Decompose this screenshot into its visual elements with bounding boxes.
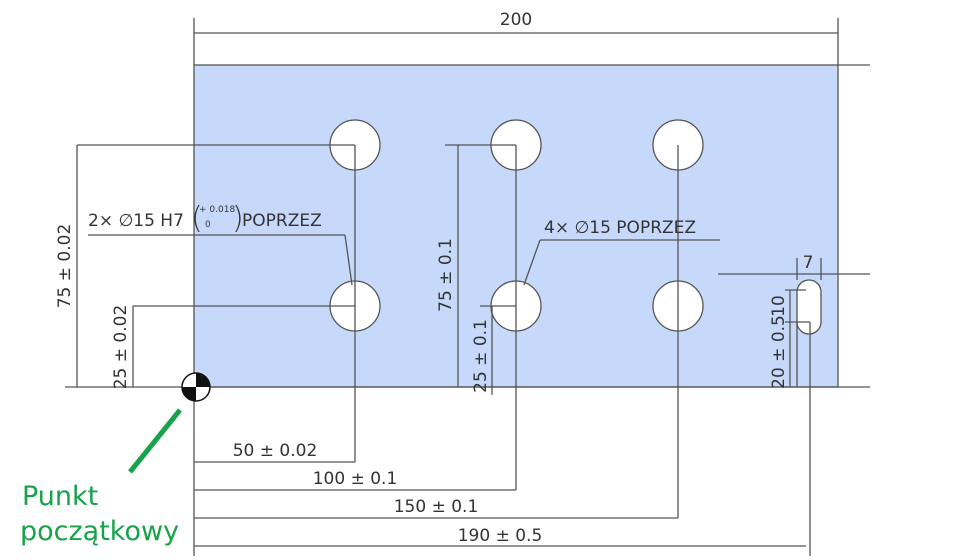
- dim-slot-width: 7: [803, 253, 814, 273]
- callout-h7: 2× ∅15 H7: [88, 211, 184, 231]
- callout-4holes: 4× ∅15 POPRZEZ: [544, 218, 696, 238]
- callout-h7-paren-close: ): [232, 201, 244, 236]
- dim-left-height: 75 ± 0.02: [55, 224, 75, 309]
- dim-x4: 190 ± 0.5: [458, 526, 543, 546]
- dim-mid-low: 25 ± 0.1: [471, 319, 491, 393]
- annotation-pointer: [128, 408, 182, 474]
- dim-slot-pos: 20 ± 0.5: [769, 315, 789, 389]
- dim-left-low: 25 ± 0.02: [111, 305, 131, 390]
- callout-h7-upper: + 0.018: [199, 205, 235, 215]
- dim-width: 200: [500, 10, 532, 30]
- callout-h7-lower: 0: [205, 220, 211, 230]
- dim-slot-length: 10: [769, 295, 789, 317]
- callout-h7-paren-open: (: [191, 201, 203, 236]
- dim-x2: 100 ± 0.1: [313, 469, 398, 489]
- dim-mid-height: 75 ± 0.1: [436, 238, 456, 312]
- annotation-line1: Punkt: [22, 481, 98, 512]
- datum-origin-icon: [181, 372, 211, 402]
- dim-x3: 150 ± 0.1: [394, 497, 479, 517]
- slot: [796, 279, 822, 335]
- dim-x1: 50 ± 0.02: [233, 441, 318, 461]
- callout-h7-suffix: POPRZEZ: [242, 211, 322, 231]
- annotation-line2: początkowy: [20, 516, 179, 547]
